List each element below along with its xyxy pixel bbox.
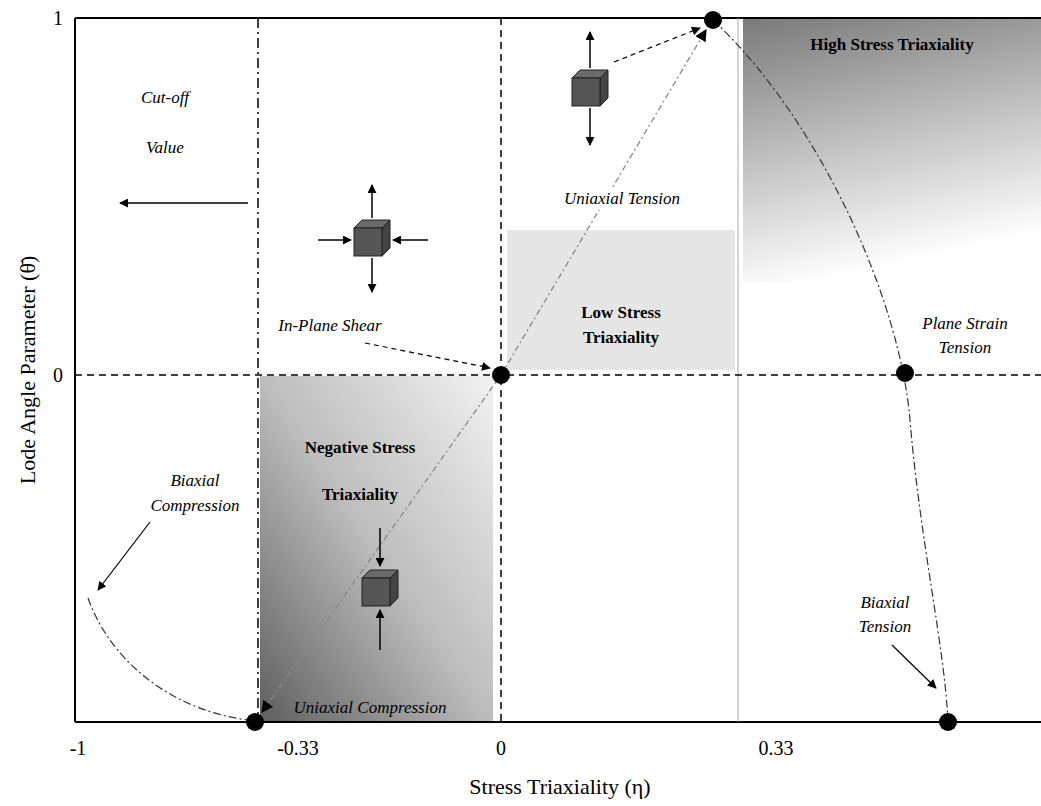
state-label: Biaxial Compression (140, 468, 250, 518)
leader-arrow (614, 28, 700, 62)
region-title: High Stress Triaxiality (743, 34, 1041, 56)
region-title: Negative Stress Triaxiality (270, 424, 450, 518)
region-title: Low Stress Triaxiality (556, 300, 686, 350)
uniaxial-tension-cube (572, 32, 608, 145)
state-label: Uniaxial Compression (294, 697, 447, 719)
state-label: Plane Strain Tension (910, 312, 1020, 360)
compression-cube (362, 528, 398, 650)
shear-cube (318, 185, 428, 292)
plot-frame (75, 18, 1041, 722)
state-label: Biaxial Tension (845, 591, 925, 639)
cutoff-arrow (120, 202, 248, 203)
region-fill (260, 376, 493, 722)
region-fill (743, 18, 1041, 282)
biaxial-tension-curve (713, 20, 948, 722)
leader-arrow (98, 522, 150, 590)
leader-arrow (892, 645, 936, 688)
cutoff-label: Cut-off Value (125, 73, 205, 173)
stress-region: Negative Stress Triaxiality (260, 376, 493, 722)
cutoff-line (257, 18, 259, 722)
zero-lode-line (75, 374, 1041, 376)
region-fill (507, 230, 735, 370)
state-label: In-Plane Shear (278, 315, 381, 337)
axis-tick: -1 (70, 736, 87, 760)
biaxial-compression-curve (88, 598, 248, 720)
state-label: Uniaxial Tension (561, 188, 683, 210)
state-point (246, 11, 957, 731)
stress-region: High Stress Triaxiality (743, 18, 1041, 282)
axis-tick: 1 (53, 6, 63, 30)
axis-title: Lode Angle Parameter (θ̄) (15, 256, 41, 485)
axis-tick: 0 (53, 363, 63, 387)
axis-title: Stress Triaxiality (η) (469, 775, 650, 799)
stress-region: Low Stress Triaxiality (507, 230, 735, 370)
axis-tick: 0 (496, 736, 506, 760)
leader-arrow (365, 343, 490, 368)
axis-tick: -0.33 (277, 736, 319, 760)
loading-path (501, 30, 706, 375)
loading-path (262, 375, 501, 712)
axis-tick: 0.33 (759, 736, 794, 760)
third-line (738, 18, 739, 722)
